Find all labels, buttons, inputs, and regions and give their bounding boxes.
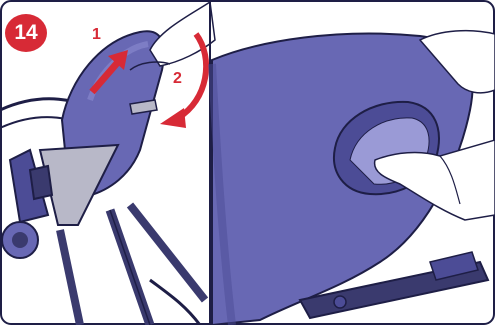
callout-2-label: 2 <box>173 70 182 88</box>
buckle <box>30 166 52 199</box>
callout-1-label: 1 <box>92 26 101 44</box>
step-badge: 14 <box>5 14 47 52</box>
